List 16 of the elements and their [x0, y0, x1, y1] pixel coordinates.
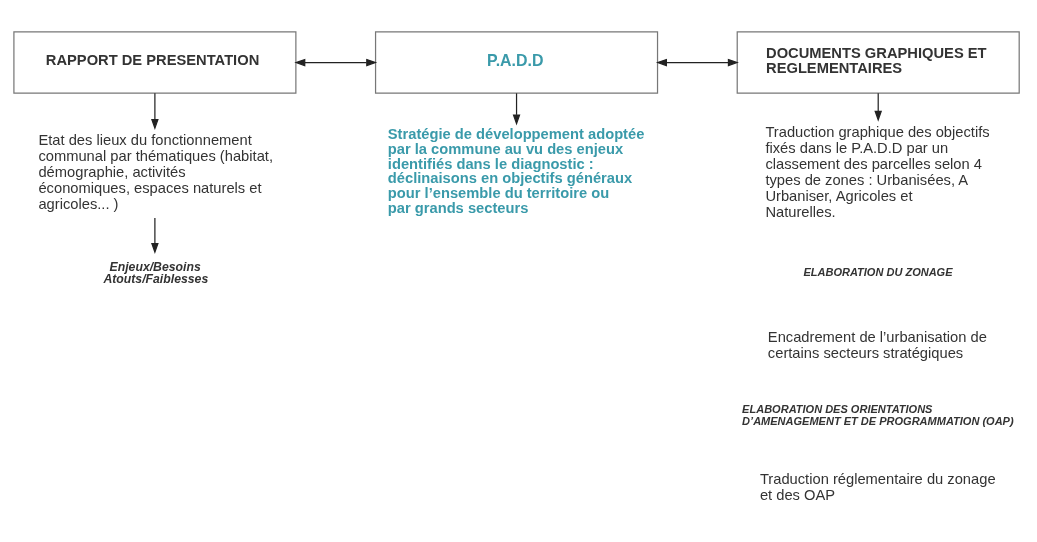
arrow: [655, 58, 739, 67]
label: ELABORATION DU ZONAGE: [802, 266, 953, 279]
node-text: Traduction graphique des objectifs fixés dans le P.A.D.D par un classement des parcelles selon 4 types de zones : Urbanisées, A Urbaniser, Agricoles et Naturelles.: [764, 123, 990, 220]
label: ELABORATION DES ORIENTATIONS D’AMENAGEMENT ET DE PROGRAMMATION (OAP): [741, 403, 1014, 427]
node-box: DOCUMENTS GRAPHIQUES ET REGLEMENTAIRES: [736, 31, 1020, 94]
node-text: Etat des lieux du fonctionnement communal par thématiques (habitat, démographie, activités économiques, espaces naturels et agricoles... ): [37, 131, 273, 212]
label: Encadrement de l’urbanisation de certains secteurs stratégiques: [767, 328, 987, 361]
arrow: [150, 92, 159, 130]
arrow: [150, 217, 159, 254]
node-box: P.A.D.D: [374, 31, 658, 94]
label: Traduction réglementaire du zonage et des OAP: [759, 470, 996, 503]
arrow: [512, 92, 520, 126]
node-text: Enjeux/Besoins Atouts/Faiblesses: [102, 260, 208, 287]
node-text: Stratégie de développement adoptée par la commune au vu des enjeux identifiés dans le diagnostic : déclinaisons en objectifs généraux pour l’ensemble du territoire ou par grands secteurs: [387, 126, 644, 216]
node-box: RAPPORT DE PRESENTATION: [12, 31, 296, 94]
arrow: [293, 58, 377, 67]
